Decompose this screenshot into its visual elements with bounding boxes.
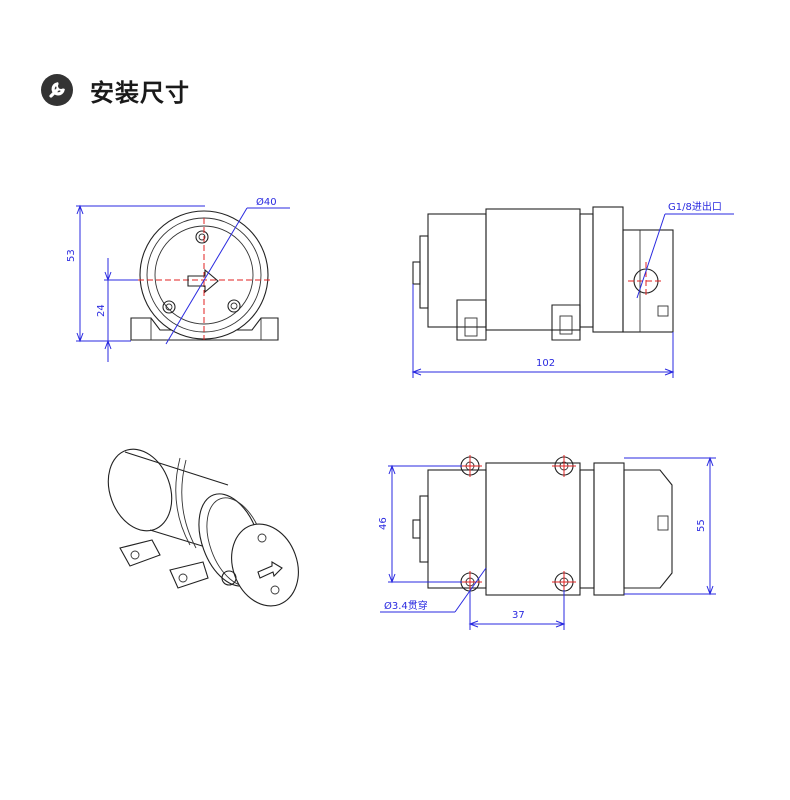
outer-width-label: 55	[696, 519, 707, 532]
hole-spacing-label: 37	[512, 610, 525, 621]
section-header: 安装尺寸	[40, 70, 190, 110]
isometric-view	[107, 448, 299, 607]
center-height-label: 24	[96, 304, 107, 317]
top-view: 46 55 Ø3.4贯穿 37	[378, 455, 716, 630]
diameter-label: Ø40	[256, 196, 277, 208]
inner-width-label: 46	[378, 517, 389, 530]
wrench-icon	[41, 74, 73, 106]
length-label: 102	[536, 358, 555, 369]
front-view: Ø40 53 24	[66, 196, 290, 362]
hole-label: Ø3.4贯穿	[384, 599, 428, 612]
height-label: 53	[66, 249, 77, 262]
side-view: G1/8进出口 102	[411, 200, 734, 378]
page-title: 安装尺寸	[90, 78, 190, 107]
port-label: G1/8进出口	[668, 200, 722, 213]
